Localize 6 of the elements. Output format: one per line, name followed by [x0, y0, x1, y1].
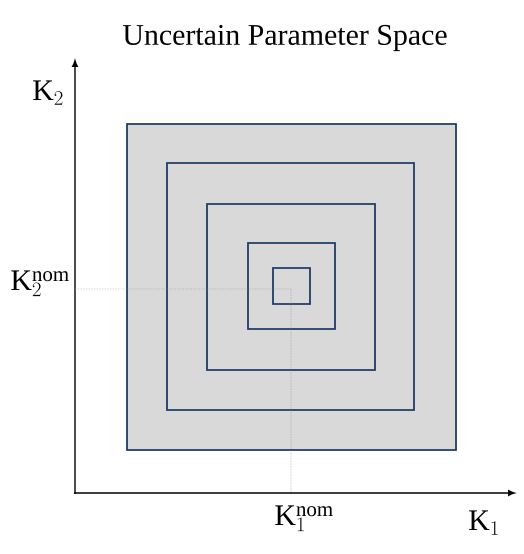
axis-label: $\mathrm{K}_1$	[469, 510, 498, 535]
axis-label: $\mathrm{K}_2$	[33, 80, 62, 105]
uncertainty-square	[272, 267, 311, 305]
axis-label: $\mathrm{K}_2^{\mathrm{nom}}$	[11, 270, 69, 296]
axis-label: $\mathrm{K}_1^{\mathrm{nom}}$	[275, 505, 333, 532]
title: Uncertain Parameter Space	[122, 24, 447, 52]
